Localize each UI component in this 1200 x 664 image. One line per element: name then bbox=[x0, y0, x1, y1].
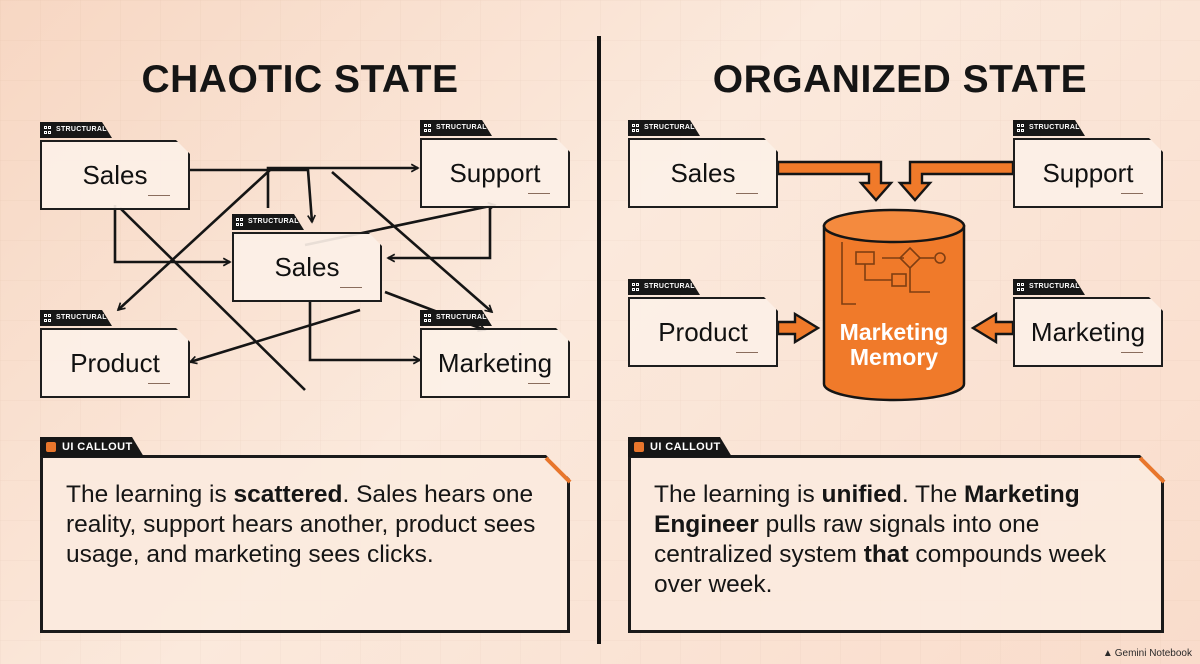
structural-tag: STRUCTURAL bbox=[232, 214, 304, 230]
callout-text-chaotic: The learning is scattered. Sales hears o… bbox=[66, 481, 536, 568]
arrow-support-to-memory bbox=[897, 160, 1015, 202]
grid-icon bbox=[1017, 283, 1025, 291]
box-product: Product bbox=[40, 328, 190, 398]
grid-icon bbox=[424, 124, 432, 132]
structural-tag: STRUCTURAL bbox=[40, 310, 112, 326]
box-label: Sales bbox=[82, 160, 148, 191]
arrow-center-to-marketing bbox=[308, 300, 420, 360]
box-sales-center: Sales bbox=[232, 232, 382, 302]
ui-callout-tag: UI CALLOUT bbox=[628, 437, 732, 457]
structural-tag: STRUCTURAL bbox=[420, 120, 492, 136]
callout-icon bbox=[46, 442, 56, 452]
ui-callout-tag: UI CALLOUT bbox=[40, 437, 144, 457]
grid-icon bbox=[424, 314, 432, 322]
box-support: Support bbox=[420, 138, 570, 208]
grid-icon bbox=[44, 126, 52, 134]
box-label: Sales bbox=[670, 158, 736, 189]
arrow-marketing-to-memory bbox=[970, 311, 1015, 345]
box-label: Support bbox=[1042, 158, 1134, 189]
arrow-support-to-marketing bbox=[331, 171, 492, 312]
callout-chaotic bbox=[40, 455, 570, 633]
center-divider bbox=[597, 36, 601, 644]
box-label: Product bbox=[658, 317, 748, 348]
arrow-sales-to-center-bottom bbox=[113, 205, 230, 262]
box-sales: Sales bbox=[628, 138, 778, 208]
grid-icon bbox=[236, 218, 244, 226]
arrow-sales-to-marketing bbox=[119, 207, 306, 391]
grid-icon bbox=[1017, 124, 1025, 132]
structural-tag: STRUCTURAL bbox=[1013, 279, 1085, 295]
hub-line-2: Memory bbox=[849, 344, 939, 370]
flowchart-icon bbox=[841, 242, 946, 305]
callout-text-organized: The learning is unified. The Marketing E… bbox=[654, 481, 1107, 598]
box-marketing: Marketing bbox=[420, 328, 570, 398]
arrow-sales-to-memory bbox=[776, 160, 894, 202]
box-support: Support bbox=[1013, 138, 1163, 208]
watermark-text: Gemini Notebook bbox=[1114, 648, 1192, 659]
box-label: Sales bbox=[274, 252, 340, 283]
grid-icon bbox=[632, 283, 640, 291]
structural-tag: STRUCTURAL bbox=[1013, 120, 1085, 136]
notebook-icon: ▲ bbox=[1102, 648, 1113, 659]
grid-icon bbox=[44, 314, 52, 322]
box-marketing: Marketing bbox=[1013, 297, 1163, 367]
chaotic-state-title: CHAOTIC STATE bbox=[141, 58, 459, 101]
arrow-support-to-center bbox=[388, 207, 492, 258]
box-label: Marketing bbox=[1030, 317, 1146, 348]
arrow-center-to-support bbox=[266, 168, 418, 208]
box-sales-top: Sales bbox=[40, 140, 190, 210]
gemini-notebook-watermark: ▲Gemini Notebook bbox=[1103, 648, 1192, 659]
box-label: Product bbox=[70, 348, 160, 379]
marketing-memory-cylinder bbox=[822, 208, 966, 402]
structural-tag: STRUCTURAL bbox=[628, 120, 700, 136]
grid-icon bbox=[632, 124, 640, 132]
organized-arrows bbox=[776, 160, 1015, 345]
box-label: Support bbox=[449, 158, 541, 189]
arrow-center-to-product bbox=[190, 308, 361, 362]
callout-icon bbox=[634, 442, 644, 452]
box-product: Product bbox=[628, 297, 778, 367]
structural-tag: STRUCTURAL bbox=[420, 310, 492, 326]
arrow-product-to-memory bbox=[776, 311, 821, 345]
marketing-memory-label: Marketing Memory bbox=[822, 320, 966, 370]
box-label: Marketing bbox=[437, 348, 553, 379]
arrow-sales-to-center bbox=[188, 168, 312, 222]
structural-tag: STRUCTURAL bbox=[628, 279, 700, 295]
arrow-cross-to-product bbox=[118, 169, 271, 310]
callout-organized bbox=[628, 455, 1164, 633]
structural-tag: STRUCTURAL bbox=[40, 122, 112, 138]
organized-state-title: ORGANIZED STATE bbox=[712, 58, 1088, 101]
hub-line-1: Marketing bbox=[839, 319, 949, 345]
